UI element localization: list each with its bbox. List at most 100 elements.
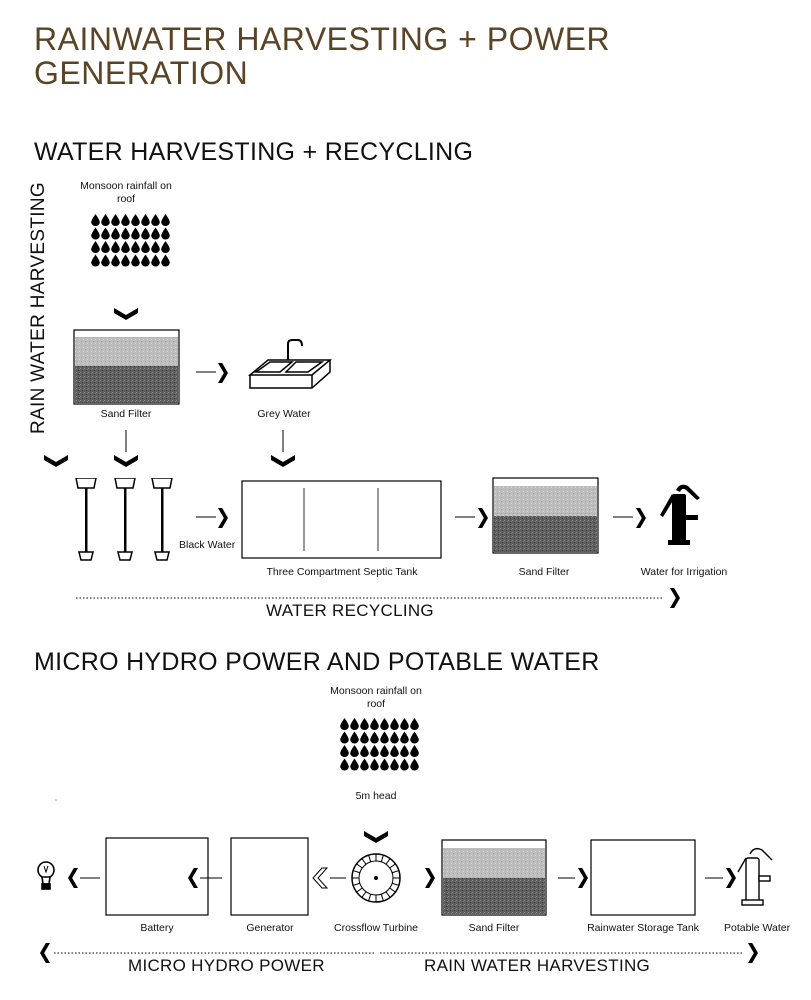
raindrop-icon	[131, 227, 140, 240]
raindrop-icon	[400, 718, 409, 730]
chevron-icon	[40, 943, 50, 963]
turbine-blade	[356, 887, 363, 893]
potable-water-label: Potable Water	[724, 922, 791, 934]
battery-label: Battery	[140, 922, 174, 934]
raindrop-icon	[360, 758, 369, 771]
chevron-icon	[578, 868, 588, 888]
chevron-icon	[114, 455, 138, 467]
septic-tank-label: Three Compartment Septic Tank	[266, 566, 418, 578]
raindrop-icon	[141, 241, 150, 253]
generator-label: Generator	[246, 922, 294, 934]
turbine-blade	[361, 891, 367, 898]
raindrop-icon	[380, 745, 389, 757]
raindrop-icon	[410, 718, 419, 730]
sand-filter-tank-2	[492, 477, 599, 554]
raindrop-icon	[161, 241, 170, 253]
raindrop-icon	[360, 745, 369, 757]
raindrop-icon	[360, 718, 369, 730]
sink-icon	[247, 339, 333, 389]
raindrop-icon	[340, 718, 349, 730]
sand-filter-label-2: Sand Filter	[518, 566, 570, 578]
turbine-icon	[351, 853, 401, 903]
raindrop-grid-1	[91, 214, 170, 267]
turbine-blade	[392, 882, 399, 886]
raindrop-icon	[370, 745, 379, 757]
raindrop-icon	[380, 758, 389, 771]
rain-label-1: Monsoon rainfall on roof	[80, 180, 172, 205]
chevron-icon	[218, 508, 228, 528]
rain-label-2: Monsoon rainfall on roof	[330, 685, 422, 710]
raindrop-icon	[350, 758, 359, 771]
raindrop-icon	[400, 758, 409, 771]
hand-pump-icon	[660, 484, 700, 545]
page-title: RAINWATER HARVESTING + POWER GENERATION	[34, 21, 611, 91]
raindrop-icon	[161, 214, 170, 226]
raindrop-icon	[131, 254, 140, 267]
black-water-label: Black Water	[179, 539, 236, 551]
turbine-blade	[380, 855, 384, 862]
raindrop-icon	[410, 758, 419, 771]
raindrop-icon	[390, 718, 399, 730]
raindrop-icon	[111, 241, 120, 253]
raindrop-icon	[91, 241, 100, 253]
raindrop-icon	[141, 214, 150, 226]
chevron-icon	[364, 831, 388, 843]
turbine-blade	[380, 894, 384, 901]
sand-filter-tank-3	[441, 839, 547, 916]
raindrop-icon	[370, 758, 379, 771]
raindrop-icon	[91, 214, 100, 226]
toilet-icon	[151, 478, 173, 561]
raindrop-icon	[131, 241, 140, 253]
chevron-icon	[748, 943, 758, 963]
raindrop-icon	[151, 227, 160, 240]
generator-box	[230, 837, 309, 916]
sand-filter-label-1: Sand Filter	[100, 408, 152, 420]
water-recycling-label: WATER RECYCLING	[266, 601, 434, 620]
chevron-icon	[218, 363, 228, 383]
turbine-blade	[389, 863, 396, 869]
raindrop-icon	[101, 214, 110, 226]
turbine-blade	[353, 870, 360, 874]
chevron-icon	[425, 868, 435, 888]
raindrop-icon	[111, 214, 120, 226]
sand-filter-label-3: Sand Filter	[468, 922, 520, 934]
turbine-blade	[368, 894, 372, 901]
hand-pump-icon	[737, 847, 773, 906]
chevron-icon	[312, 867, 329, 889]
toilet-icon	[114, 478, 136, 561]
raindrop-icon	[101, 227, 110, 240]
chevron-icon	[726, 868, 736, 888]
raindrop-icon	[410, 745, 419, 757]
raindrop-grid-2	[340, 718, 419, 771]
raindrop-icon	[380, 718, 389, 730]
irrigation-label: Water for Irrigation	[640, 566, 728, 578]
turbine-blade	[361, 858, 367, 865]
turbine-blade	[389, 887, 396, 893]
raindrop-icon	[161, 254, 170, 267]
raindrop-icon	[390, 745, 399, 757]
chevron-icon	[271, 455, 295, 467]
raindrop-icon	[91, 254, 100, 267]
section2-heading: MICRO HYDRO POWER AND POTABLE WATER	[34, 648, 600, 676]
raindrop-icon	[151, 214, 160, 226]
raindrop-icon	[340, 758, 349, 771]
turbine-blade	[385, 858, 391, 865]
raindrop-icon	[151, 241, 160, 253]
grey-water-label: Grey Water	[257, 408, 311, 420]
raindrop-icon	[370, 718, 379, 730]
section1-heading: WATER HARVESTING + RECYCLING	[34, 138, 474, 166]
raindrop-icon	[350, 731, 359, 744]
raindrop-icon	[161, 227, 170, 240]
chevron-icon	[114, 308, 138, 320]
raindrop-icon	[410, 731, 419, 744]
sand-filter-tank-1	[73, 329, 180, 405]
raindrop-icon	[400, 745, 409, 757]
turbine-label: Crossflow Turbine	[333, 922, 419, 934]
raindrop-icon	[101, 254, 110, 267]
toilet-icon	[75, 478, 97, 561]
raindrop-icon	[91, 227, 100, 240]
raindrop-icon	[151, 254, 160, 267]
chevron-icon	[478, 508, 488, 528]
chevron-icon	[68, 868, 78, 888]
raindrop-icon	[141, 254, 150, 267]
